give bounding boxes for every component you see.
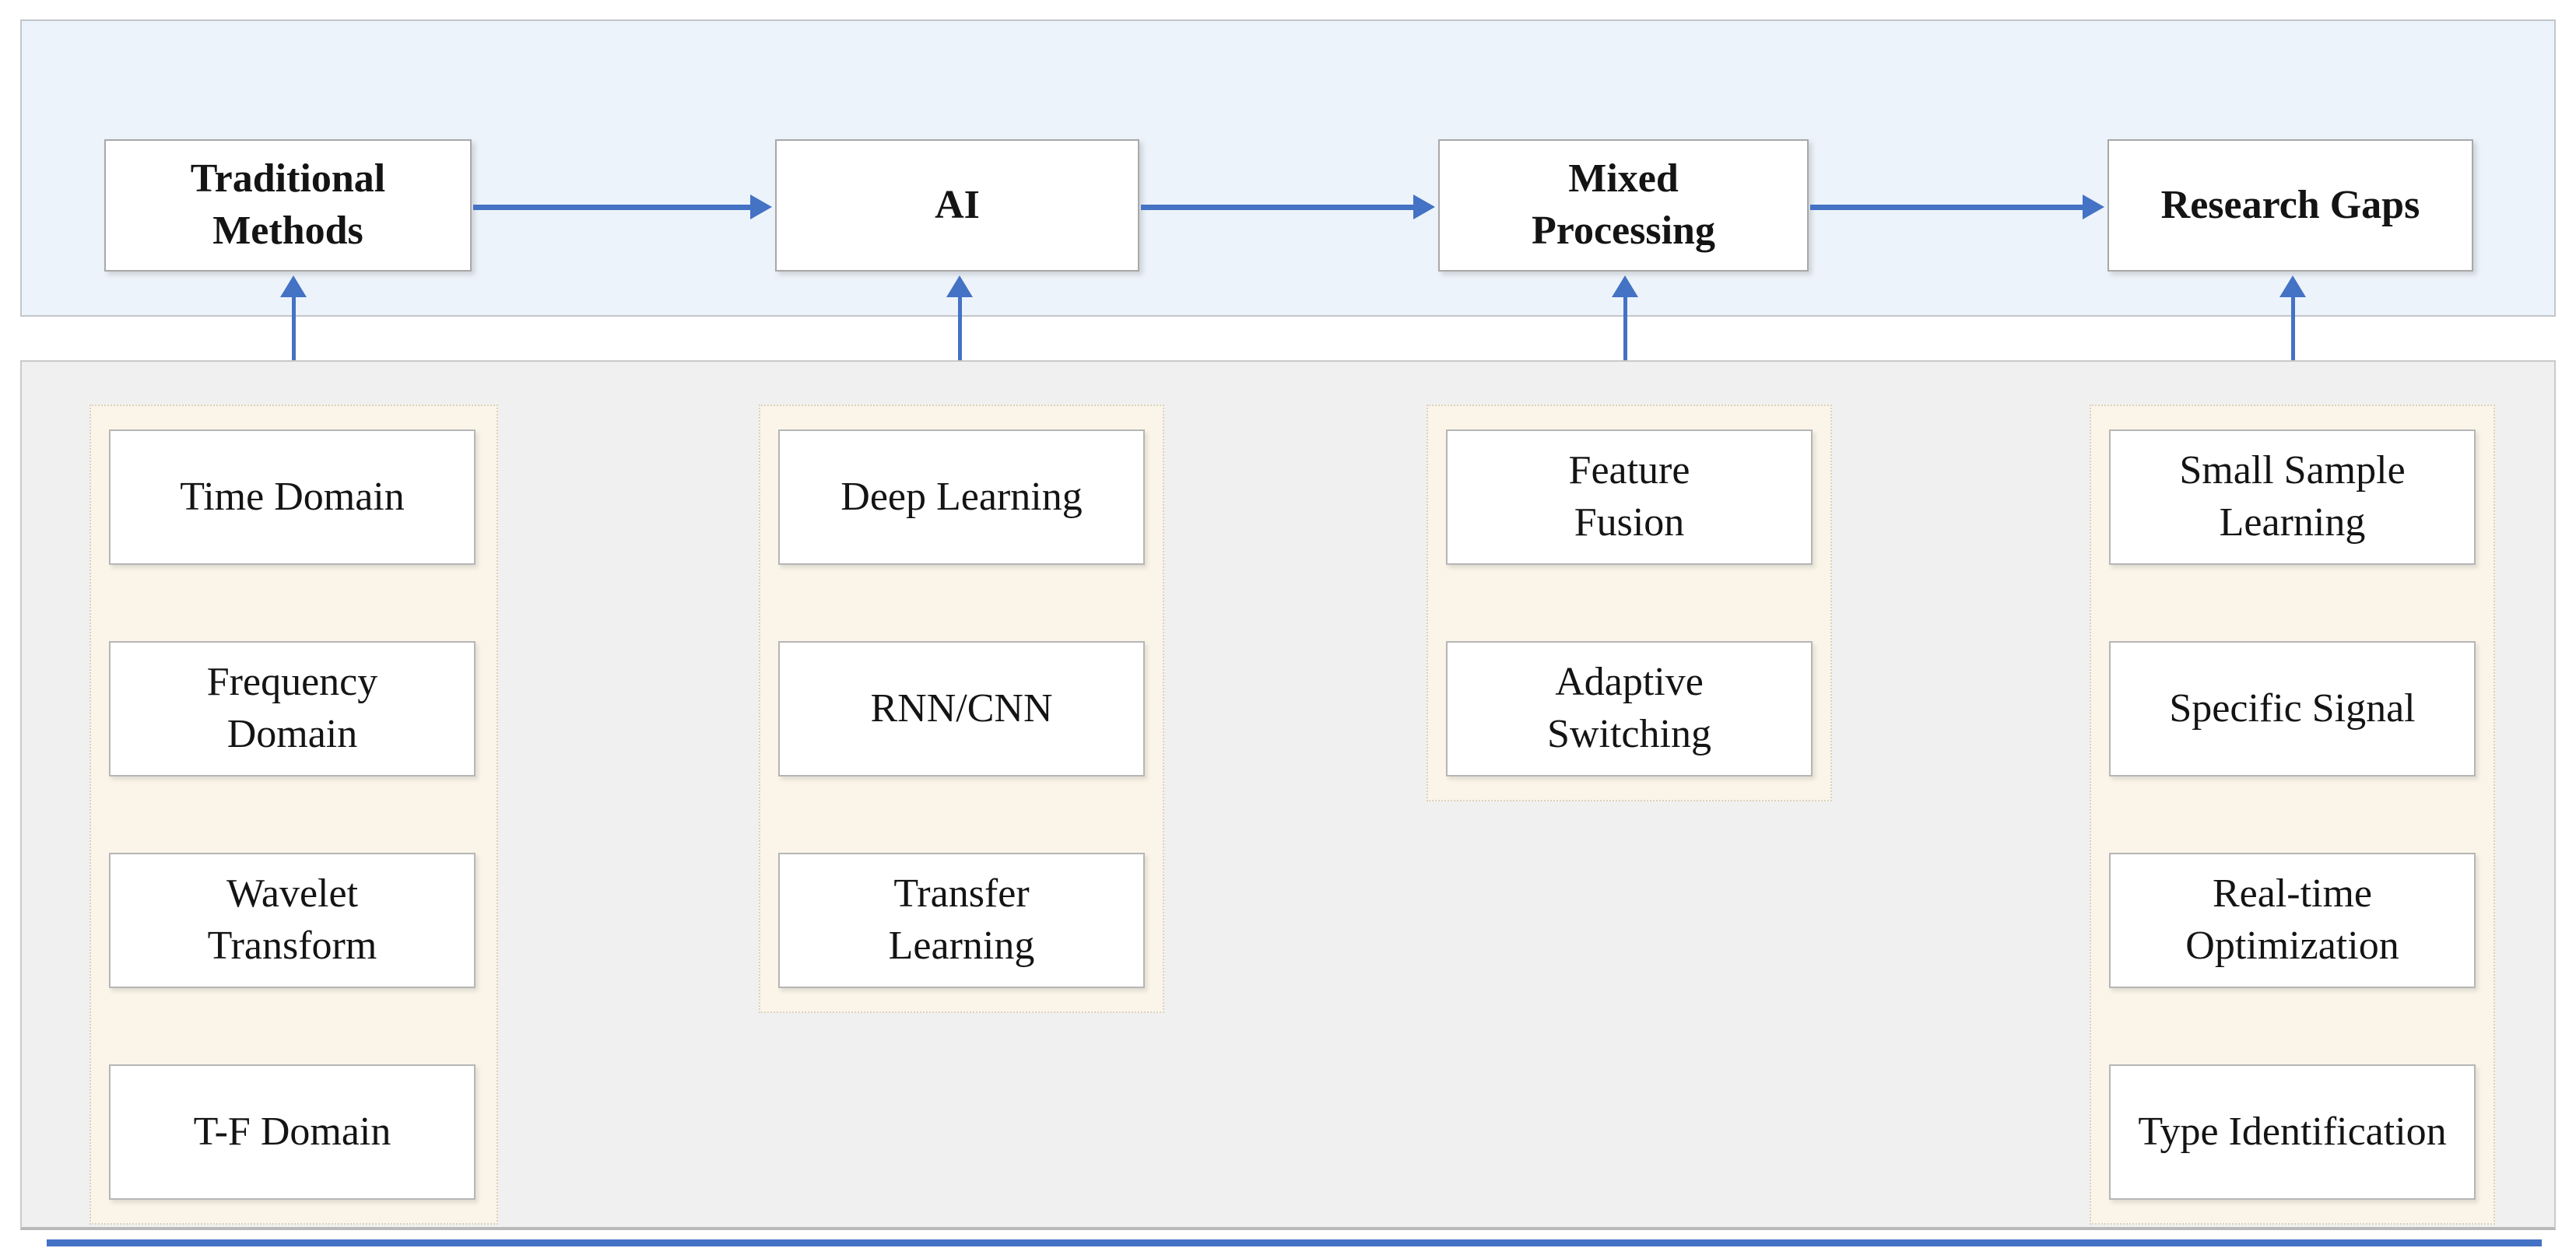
right-arrow-icon xyxy=(1810,195,2104,219)
item-label: Specific Signal xyxy=(2169,685,2416,731)
item-box: Transfer Learning xyxy=(778,853,1145,988)
category-column-gaps: Small Sample Learning Specific Signal Re… xyxy=(2090,405,2495,1225)
item-box: T-F Domain xyxy=(109,1064,476,1200)
category-column-mixed: Feature Fusion Adaptive Switching xyxy=(1427,405,1832,801)
item-label: T-F Domain xyxy=(193,1109,391,1154)
flow-node-label: Mixed Processing xyxy=(1532,156,1715,253)
flow-node-mixed-processing: Mixed Processing xyxy=(1438,139,1809,272)
arrow-head xyxy=(1413,195,1435,219)
flow-node-label: AI xyxy=(935,182,980,227)
item-box: Small Sample Learning xyxy=(2109,429,2476,565)
item-box: RNN/CNN xyxy=(778,641,1145,776)
item-box: Specific Signal xyxy=(2109,641,2476,776)
arrow-head xyxy=(1612,275,1638,297)
arrow-head xyxy=(750,195,772,219)
arrow-shaft xyxy=(1810,205,2084,210)
flow-node-label: Traditional Methods xyxy=(190,156,386,253)
arrow-shaft xyxy=(473,205,752,210)
item-box: Adaptive Switching xyxy=(1446,641,1813,776)
item-box: Deep Learning xyxy=(778,429,1145,565)
right-arrow-icon xyxy=(473,195,772,219)
arrow-shaft xyxy=(1141,205,1415,210)
item-label: Adaptive Switching xyxy=(1547,660,1711,756)
category-column-ai: Deep Learning RNN/CNN Transfer Learning xyxy=(759,405,1164,1013)
flow-node-ai: AI xyxy=(775,139,1139,272)
arrow-head xyxy=(946,275,973,297)
item-label: Real-time Optimization xyxy=(2185,871,2399,968)
item-box: Real-time Optimization xyxy=(2109,853,2476,988)
arrow-head xyxy=(280,275,307,297)
item-label: RNN/CNN xyxy=(870,685,1053,731)
item-label: Type Identification xyxy=(2138,1109,2447,1154)
item-label: Time Domain xyxy=(180,474,405,519)
item-label: Wavelet Transform xyxy=(207,871,377,968)
item-box: Type Identification xyxy=(2109,1064,2476,1200)
item-label: Feature Fusion xyxy=(1568,448,1690,545)
flow-node-label: Research Gaps xyxy=(2160,182,2420,227)
arrow-head xyxy=(2083,195,2104,219)
category-column-traditional: Time Domain Frequency Domain Wavelet Tra… xyxy=(89,405,498,1225)
item-label: Small Sample Learning xyxy=(2179,448,2406,545)
item-box: Frequency Domain xyxy=(109,641,476,776)
flow-node-research-gaps: Research Gaps xyxy=(2107,139,2473,272)
item-box: Feature Fusion xyxy=(1446,429,1813,565)
item-label: Frequency Domain xyxy=(206,660,378,756)
item-box: Wavelet Transform xyxy=(109,853,476,988)
item-label: Deep Learning xyxy=(841,474,1083,519)
flow-node-traditional-methods: Traditional Methods xyxy=(104,139,472,272)
item-label: Transfer Learning xyxy=(888,871,1035,968)
arrow-head xyxy=(2279,275,2306,297)
item-box: Time Domain xyxy=(109,429,476,565)
right-arrow-icon xyxy=(1141,195,1435,219)
bottom-accent-bar xyxy=(47,1239,2542,1246)
